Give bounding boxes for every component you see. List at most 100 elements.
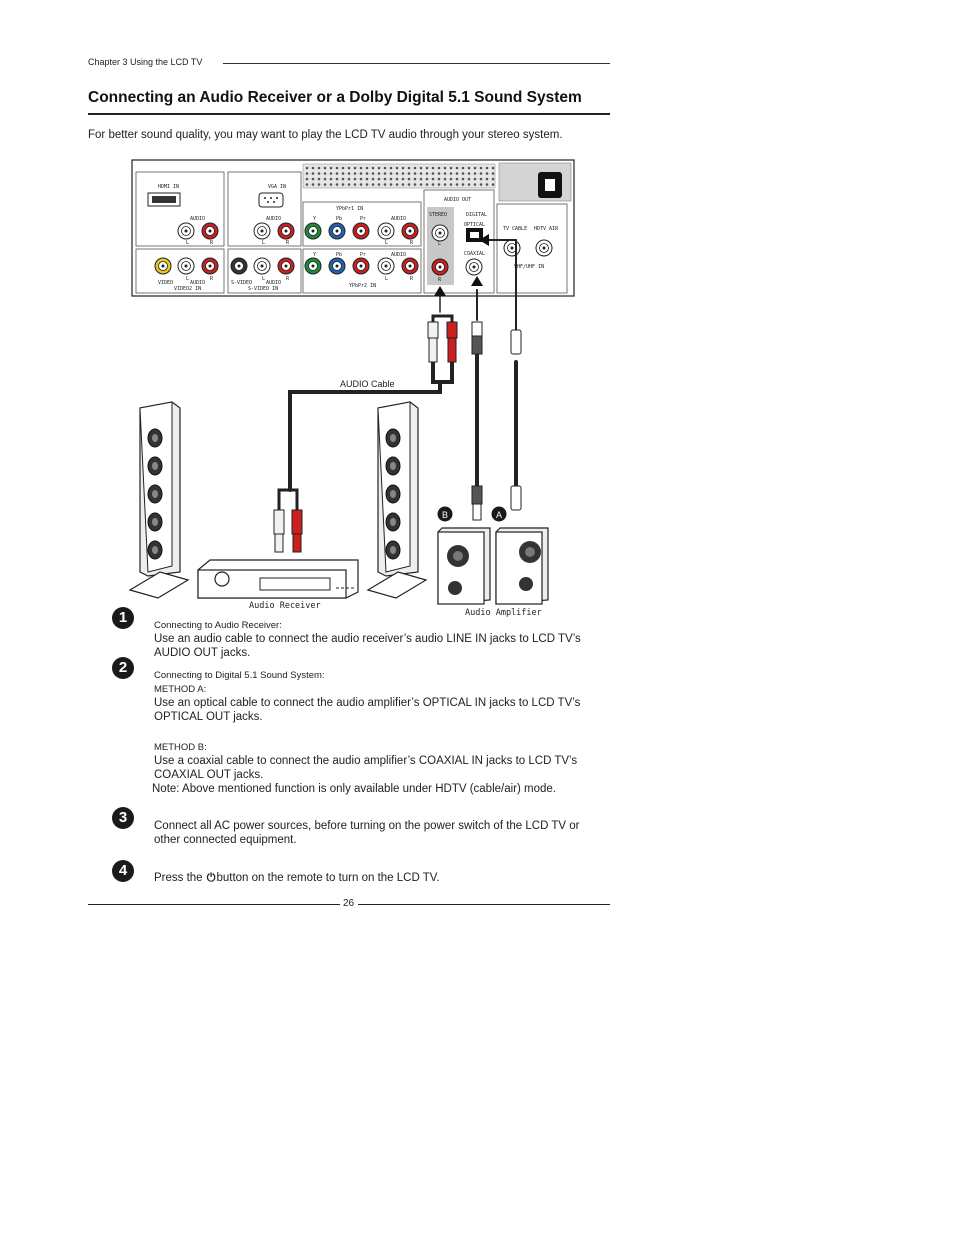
label-s-video-in: S-VIDEO IN bbox=[248, 286, 278, 292]
label-digital: DIGITAL bbox=[466, 212, 487, 218]
step-4-text: Press the ⏻button on the remote to turn … bbox=[154, 871, 440, 885]
label-tv-cable: TV CABLE bbox=[503, 226, 527, 232]
label-l-1: L bbox=[186, 240, 189, 246]
amplifier-speaker-b bbox=[437, 527, 491, 605]
rca-jack bbox=[304, 222, 322, 240]
woofer-icon bbox=[147, 456, 163, 476]
step-3-text: Connect all AC power sources, before tur… bbox=[154, 820, 580, 846]
label-vga-in: VGA IN bbox=[268, 184, 286, 190]
label-l-3: L bbox=[385, 240, 388, 246]
step-1-number: 1 bbox=[112, 607, 134, 629]
rca-jack bbox=[431, 258, 449, 276]
footer-rule-left bbox=[88, 904, 340, 905]
label-pb-2: Pb bbox=[336, 252, 342, 258]
rca-jack bbox=[277, 222, 295, 240]
label-r-1: R bbox=[210, 240, 214, 246]
rca-jack bbox=[352, 222, 370, 240]
label-pr-2: Pr bbox=[360, 252, 366, 258]
audio-cable-label: AUDIO Cable bbox=[340, 379, 395, 389]
label-audio-1: AUDIO bbox=[190, 216, 205, 222]
label-optical: OPTICAL bbox=[464, 222, 485, 228]
vent-holes bbox=[305, 166, 495, 186]
woofer-icon bbox=[385, 512, 401, 532]
woofer-icon bbox=[385, 456, 401, 476]
label-stereo: STEREO bbox=[429, 212, 447, 218]
label-y-2: Y bbox=[313, 252, 316, 258]
label-audio-2: AUDIO bbox=[266, 216, 281, 222]
rca-jack bbox=[328, 257, 346, 275]
method-a-text: Use an optical cable to connect the audi… bbox=[154, 697, 581, 723]
volume-knob bbox=[214, 571, 230, 587]
label-ypbpr2-in: YPbPr2 IN bbox=[349, 283, 376, 289]
label-audio-4: AUDIO bbox=[391, 252, 406, 258]
step-2-heading: Connecting to Digital 5.1 Sound System: bbox=[154, 670, 325, 681]
chapter-header: Chapter 3 Using the LCD TV bbox=[88, 57, 203, 67]
label-video2-in: VIDEO2 IN bbox=[174, 286, 201, 292]
label-r-4: R bbox=[410, 276, 414, 282]
rca-jack bbox=[177, 257, 195, 275]
tv-rear-panel: HDMI IN VGA IN AUDIO AUDIO L R L R YPbPr… bbox=[131, 159, 575, 297]
rca-jack bbox=[352, 257, 370, 275]
cables bbox=[277, 234, 518, 512]
woofer-icon bbox=[147, 540, 163, 560]
rca-jack bbox=[535, 239, 553, 257]
rca-jacks bbox=[154, 222, 553, 276]
method-a-marker bbox=[491, 506, 507, 522]
label-y-1: Y bbox=[313, 216, 316, 222]
woofer-icon bbox=[385, 428, 401, 448]
step-1-heading: Connecting to Audio Receiver: bbox=[154, 620, 282, 631]
step-1-text: Use an audio cable to connect the audio … bbox=[154, 633, 581, 659]
label-audio-out: AUDIO OUT bbox=[444, 197, 471, 203]
step-4-number: 4 bbox=[112, 860, 134, 882]
method-b-marker bbox=[437, 506, 453, 522]
label-r-5: R bbox=[210, 276, 214, 282]
audio-receiver-label: Audio Receiver bbox=[249, 601, 321, 611]
rca-jack bbox=[304, 257, 322, 275]
svg-text:A: A bbox=[496, 510, 502, 520]
step-3-number: 3 bbox=[112, 807, 134, 829]
label-vhf-uhf-in: VHF/UHF IN bbox=[514, 264, 544, 270]
label-l-6: L bbox=[262, 276, 265, 282]
title-rule bbox=[88, 113, 610, 115]
label-audio-6: AUDIO bbox=[266, 280, 281, 286]
rca-jack bbox=[465, 258, 483, 276]
label-audio-5: AUDIO bbox=[190, 280, 205, 286]
method-a-label: METHOD A: bbox=[154, 684, 207, 695]
woofer-icon bbox=[147, 484, 163, 504]
connection-diagram: HDMI IN VGA IN AUDIO AUDIO L R L R YPbPr… bbox=[128, 159, 575, 618]
step-4-text-after: button on the remote to turn on the LCD … bbox=[216, 872, 440, 884]
audio-receiver bbox=[197, 559, 359, 599]
rca-jack bbox=[201, 222, 219, 240]
label-l-out: L bbox=[438, 241, 441, 247]
label-l-4: L bbox=[385, 276, 388, 282]
method-b-label: METHOD B: bbox=[154, 742, 207, 753]
label-hdtv-air: HDTV AIR bbox=[534, 226, 559, 232]
header-rule bbox=[223, 63, 610, 64]
woofer-icon bbox=[147, 512, 163, 532]
plugs bbox=[273, 321, 522, 553]
step-2-number: 2 bbox=[112, 657, 134, 679]
rca-jack bbox=[201, 257, 219, 275]
label-r-out: R bbox=[438, 277, 442, 283]
footer-rule-right bbox=[358, 904, 610, 905]
page-title: Connecting an Audio Receiver or a Dolby … bbox=[88, 89, 582, 106]
label-l-2: L bbox=[262, 240, 265, 246]
rca-jack bbox=[177, 222, 195, 240]
label-r-3: R bbox=[410, 240, 414, 246]
method-b-text: Use a coaxial cable to connect the audio… bbox=[154, 755, 578, 781]
label-ypbpr1-in: YPbPr1 IN bbox=[336, 206, 363, 212]
amplifier-speaker-a bbox=[495, 527, 549, 605]
label-pr-1: Pr bbox=[360, 216, 366, 222]
rca-jack bbox=[277, 257, 295, 275]
rca-jack bbox=[377, 257, 395, 275]
label-hdmi-in: HDMI IN bbox=[158, 184, 179, 190]
label-audio-3: AUDIO bbox=[391, 216, 406, 222]
label-r-2: R bbox=[286, 240, 290, 246]
woofer-icon bbox=[385, 484, 401, 504]
svg-text:B: B bbox=[442, 510, 448, 520]
label-r-6: R bbox=[286, 276, 290, 282]
rca-jack bbox=[503, 239, 521, 257]
rca-jack bbox=[401, 257, 419, 275]
speaker-woofers bbox=[147, 428, 401, 560]
rca-jack bbox=[154, 257, 172, 275]
